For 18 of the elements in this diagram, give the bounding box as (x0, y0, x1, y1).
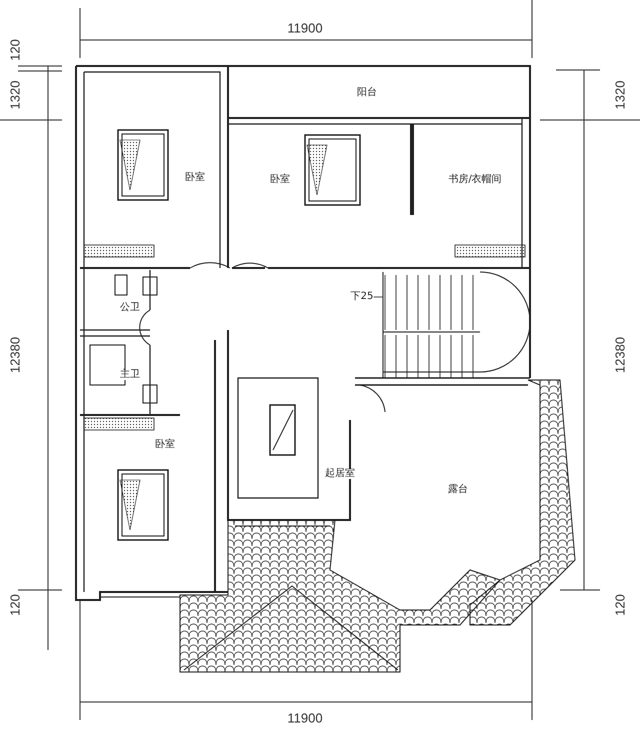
dimension-text: 1320 (8, 80, 22, 110)
dimension-text: 11900 (287, 22, 323, 34)
dimension-text: 120 (614, 594, 626, 616)
room-label: 书房/衣帽间 (448, 175, 502, 185)
room-label: 阳台 (357, 88, 377, 98)
dimension-text: 1320 (614, 80, 626, 110)
room-label: 露台 (448, 485, 468, 495)
dimension-text: 11900 (287, 712, 323, 724)
room-label: 下25 (350, 292, 374, 302)
dimension-text: 12380 (614, 336, 626, 374)
room-label: 卧室 (270, 175, 290, 185)
dimension-text: 120 (8, 594, 22, 616)
room-label: 卧室 (185, 173, 205, 183)
room-label: 主卫 (120, 370, 140, 380)
room-label: 卧室 (155, 440, 175, 450)
dimension-text: 120 (8, 39, 22, 61)
room-label: 公卫 (120, 303, 140, 313)
dimension-text: 12380 (8, 336, 22, 374)
